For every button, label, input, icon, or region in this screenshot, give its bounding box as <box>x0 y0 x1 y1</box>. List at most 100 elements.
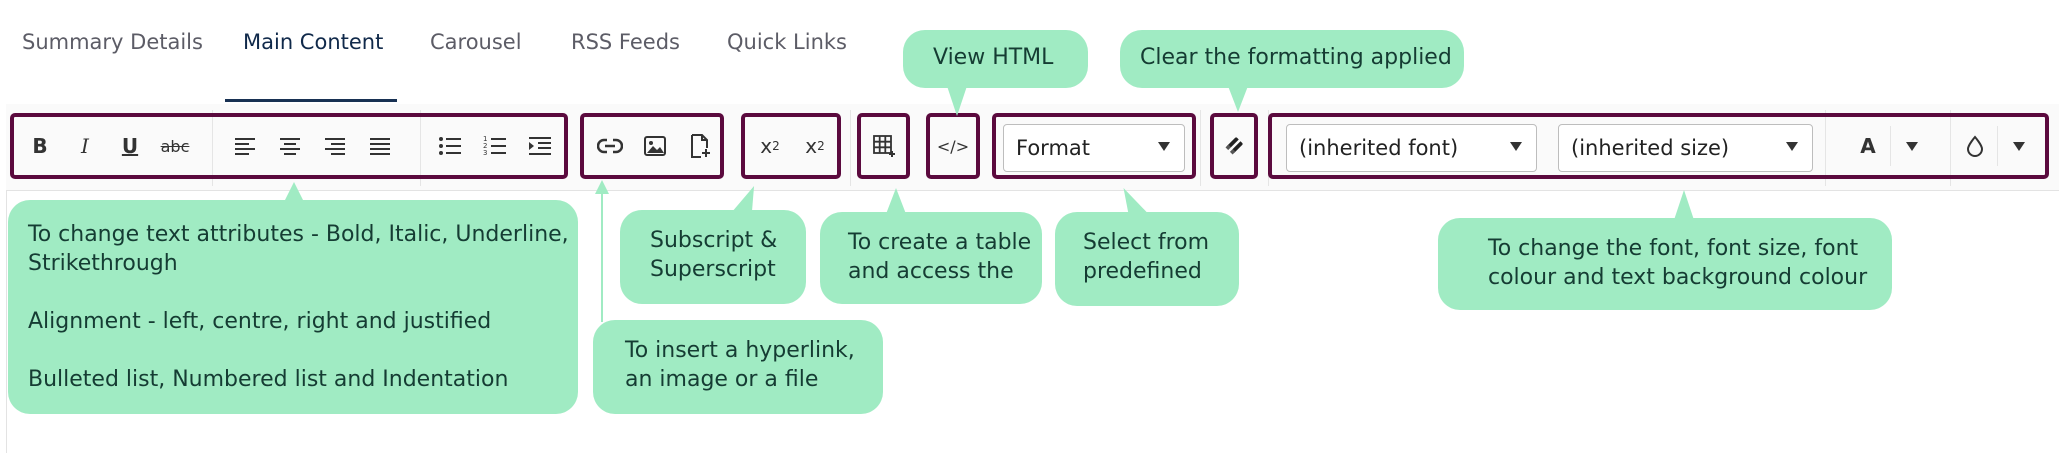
background-color-button[interactable] <box>1955 126 1995 166</box>
font-color-dropdown-button[interactable] <box>1892 126 1932 166</box>
tab-carousel[interactable]: Carousel <box>430 30 522 54</box>
callout-tail <box>1228 86 1248 112</box>
chevron-down-icon <box>1510 142 1522 151</box>
split-button-separator <box>1890 126 1891 166</box>
chevron-down-icon <box>1158 142 1170 151</box>
align-center-button[interactable] <box>270 126 310 166</box>
superscript-mark: 2 <box>817 139 825 153</box>
bulleted-list-icon <box>439 137 461 155</box>
clear-format-group-highlight <box>1210 113 1258 179</box>
superscript-label: x <box>805 134 818 158</box>
format-group-highlight <box>992 113 1196 179</box>
clear-formatting-button[interactable] <box>1214 126 1254 166</box>
tab-quick-links[interactable]: Quick Links <box>727 30 848 54</box>
callout-lists-text: Bulleted list, Numbered list and Indenta… <box>28 367 509 392</box>
file-add-icon <box>691 134 710 158</box>
callout-pointer-line <box>601 186 603 322</box>
split-button-separator <box>1997 126 1998 166</box>
numbered-list-icon: 123 <box>483 135 506 157</box>
chevron-down-icon <box>2013 141 2025 151</box>
tab-bar: Summary Details Main Content Carousel RS… <box>0 0 2059 104</box>
chevron-down-icon <box>1906 141 1918 151</box>
underline-button[interactable]: U <box>121 134 139 158</box>
callout-tail <box>284 182 304 202</box>
callout-font: To change the font, font size, font colo… <box>1438 190 1892 310</box>
callout-hyperlink-line1: To insert a hyperlink, <box>625 338 855 363</box>
callout-text-attributes-line1: To change text attributes - Bold, Italic… <box>28 222 569 247</box>
link-icon <box>597 138 623 154</box>
callout-table-line1: To create a table <box>848 230 1032 255</box>
align-center-icon <box>280 138 300 155</box>
text-formatting-group-highlight <box>10 113 568 179</box>
image-icon <box>644 136 666 156</box>
format-select-value: Format <box>1016 136 1091 160</box>
insert-image-button[interactable] <box>635 126 675 166</box>
callout-tail <box>595 180 609 194</box>
callout-tail <box>947 86 967 116</box>
callout-format-line2: predefined <box>1083 259 1202 284</box>
callout-tail <box>1674 190 1694 220</box>
droplet-icon <box>1966 135 1984 157</box>
callout-subscript: Subscript & Superscript <box>620 186 806 304</box>
script-group-highlight <box>741 113 841 179</box>
align-right-button[interactable] <box>315 126 355 166</box>
subscript-label: x <box>760 134 773 158</box>
align-left-button[interactable] <box>225 126 265 166</box>
view-html-button[interactable]: </> <box>936 136 970 156</box>
callout-table: To create a table and access the <box>820 188 1042 304</box>
callout-table-line2: and access the <box>848 259 1014 284</box>
strikethrough-button[interactable]: abc <box>160 136 190 156</box>
callout-font-line2: colour and text background colour <box>1488 265 1868 290</box>
italic-button[interactable]: I <box>81 134 89 158</box>
table-icon <box>873 135 895 157</box>
active-tab-indicator <box>225 99 397 102</box>
background-color-dropdown-button[interactable] <box>1999 126 2039 166</box>
font-size-select[interactable]: (inherited size) <box>1558 124 1813 172</box>
callout-subscript-line1: Subscript & <box>650 228 778 253</box>
toolbar-separator <box>850 110 851 186</box>
callout-view-html-text: View HTML <box>933 45 1054 70</box>
svg-text:3: 3 <box>483 149 487 157</box>
callout-clear-formatting-text: Clear the formatting applied <box>1140 45 1452 70</box>
insert-link-button[interactable] <box>590 126 630 166</box>
callout-text-attributes-line2: Strikethrough <box>28 251 178 276</box>
indent-button[interactable] <box>520 126 560 166</box>
callout-text-attributes: To change text attributes - Bold, Italic… <box>8 182 578 414</box>
callout-insert-hyperlink: To insert a hyperlink, an image or a fil… <box>593 320 883 414</box>
font-color-button[interactable]: A <box>1860 134 1876 158</box>
callout-hyperlink-line2: an image or a file <box>625 367 819 392</box>
insert-file-button[interactable] <box>680 126 720 166</box>
svg-text:2: 2 <box>483 142 487 150</box>
font-family-select-value: (inherited font) <box>1299 136 1459 160</box>
toolbar-separator <box>420 110 421 186</box>
callout-format-line1: Select from <box>1083 230 1210 255</box>
align-right-icon <box>325 138 345 155</box>
bulleted-list-button[interactable] <box>430 126 470 166</box>
align-justify-button[interactable] <box>360 126 400 166</box>
table-group-highlight <box>857 113 910 179</box>
subscript-mark: 2 <box>772 139 780 153</box>
callout-clear-formatting: Clear the formatting applied <box>1120 30 1464 112</box>
font-family-select[interactable]: (inherited font) <box>1286 124 1537 172</box>
callout-font-line1: To change the font, font size, font <box>1488 236 1859 261</box>
tab-main-content[interactable]: Main Content <box>243 30 384 54</box>
chevron-down-icon <box>1786 142 1798 151</box>
bold-button[interactable]: B <box>32 134 48 158</box>
font-group-highlight <box>1268 113 2049 179</box>
svg-text:1: 1 <box>483 135 487 143</box>
format-select[interactable]: Format <box>1003 124 1185 172</box>
tab-summary-details[interactable]: Summary Details <box>22 30 203 54</box>
tab-rss-feeds[interactable]: RSS Feeds <box>571 30 680 54</box>
eraser-icon <box>1224 136 1244 156</box>
toolbar-separator <box>1950 110 1951 186</box>
callout-alignment-text: Alignment - left, centre, right and just… <box>28 309 492 334</box>
callout-tail <box>886 188 906 214</box>
indent-icon <box>529 137 551 155</box>
callout-subscript-line2: Superscript <box>650 257 776 282</box>
insert-group-highlight <box>580 113 724 179</box>
toolbar-separator <box>212 110 213 186</box>
insert-table-button[interactable] <box>864 126 904 166</box>
